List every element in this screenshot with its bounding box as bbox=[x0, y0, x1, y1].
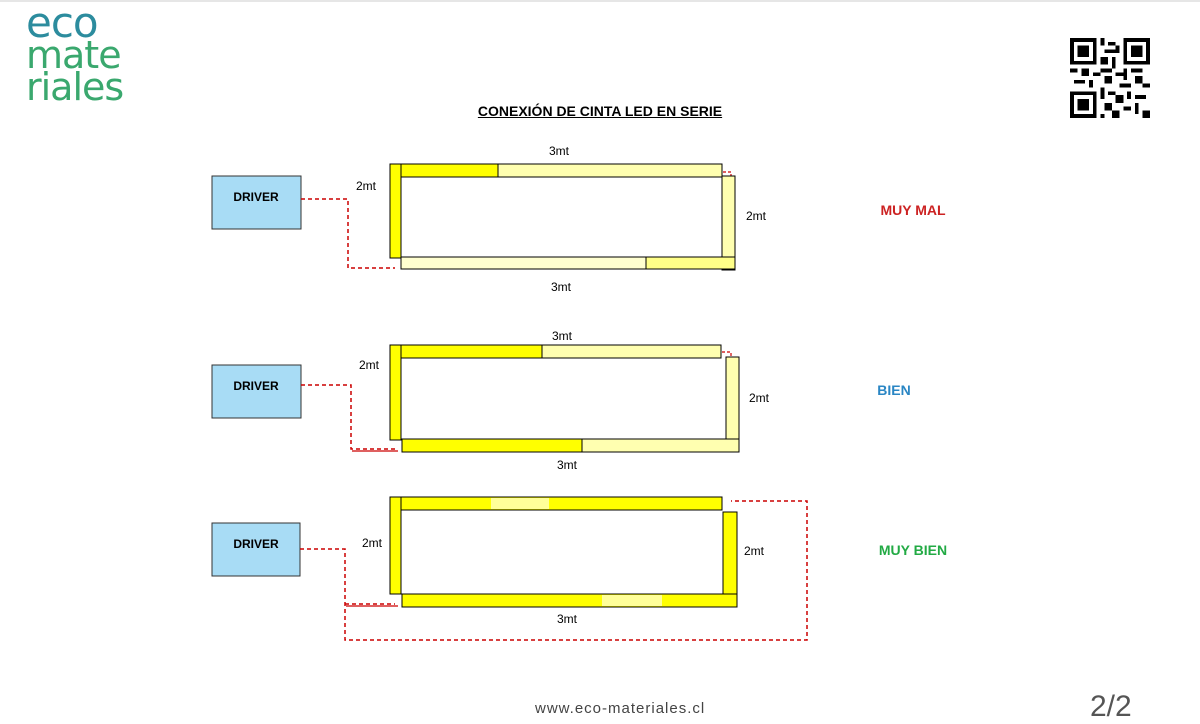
length-top-2: 3mt bbox=[552, 329, 573, 343]
wire-1 bbox=[301, 198, 395, 269]
driver-label-3: DRIVER bbox=[233, 537, 279, 551]
top-border bbox=[0, 0, 1200, 2]
driver-label-1: DRIVER bbox=[233, 190, 279, 204]
driver-box-1 bbox=[211, 175, 302, 230]
verdict-muy-mal: MUY MAL bbox=[880, 202, 946, 218]
eco-materiales-logo: eco mate riales bbox=[26, 0, 124, 109]
driver-box-2 bbox=[211, 364, 302, 419]
driver-box-3 bbox=[211, 522, 301, 577]
diagram-title: CONEXIÓN DE CINTA LED EN SERIE bbox=[477, 103, 723, 119]
led-strip-top-3-dim bbox=[491, 498, 549, 509]
verdict-muy-bien: MUY BIEN bbox=[879, 542, 947, 558]
diagram-1-muy-mal: DRIVER 3mt 2mt 2mt 3mt MUY MAL bbox=[211, 144, 946, 294]
led-strip-top-2b bbox=[541, 344, 722, 359]
led-strip-left-3 bbox=[389, 496, 402, 595]
led-strip-top-1a bbox=[389, 163, 499, 178]
page-number: 2/2 bbox=[1090, 690, 1132, 723]
length-bottom-2: 3mt bbox=[557, 458, 578, 472]
logo-line-riales: riales bbox=[26, 64, 124, 109]
led-strip-right-3 bbox=[722, 511, 738, 595]
diagram-3-muy-bien: DRIVER 2mt 2mt 3mt MUY BIEN bbox=[211, 496, 947, 641]
length-bottom-3: 3mt bbox=[557, 612, 578, 626]
length-right-1: 2mt bbox=[746, 209, 767, 223]
led-strip-left-2 bbox=[389, 344, 402, 441]
driver-label-2: DRIVER bbox=[233, 379, 279, 393]
led-strip-bottom-3-dim bbox=[602, 595, 662, 606]
led-strip-left-1 bbox=[389, 163, 402, 259]
logo-line-eco: eco bbox=[26, 0, 99, 47]
length-bottom-1: 3mt bbox=[551, 280, 572, 294]
length-left-3: 2mt bbox=[362, 536, 383, 550]
logo-line-mate: mate bbox=[26, 33, 122, 78]
led-strip-right-1 bbox=[721, 175, 736, 271]
length-right-3: 2mt bbox=[744, 544, 765, 558]
length-top-1: 3mt bbox=[549, 144, 570, 158]
led-strip-top-2a bbox=[389, 344, 543, 359]
wire-1-corner bbox=[723, 171, 732, 176]
length-right-2: 2mt bbox=[749, 391, 770, 405]
led-strip-bottom-1b bbox=[645, 256, 736, 270]
led-strip-top-3 bbox=[389, 496, 723, 511]
wire-2 bbox=[301, 384, 395, 450]
led-strip-bottom-1a bbox=[400, 256, 647, 270]
wire-3-loop bbox=[300, 500, 808, 641]
footer-url: www.eco-materiales.cl bbox=[535, 700, 706, 717]
length-left-2: 2mt bbox=[359, 358, 380, 372]
verdict-bien: BIEN bbox=[877, 382, 910, 398]
diagram-2-bien: DRIVER 3mt 2mt 2mt 3mt BIEN bbox=[211, 329, 911, 472]
led-strip-right-2 bbox=[725, 356, 740, 440]
wire-2-corner bbox=[722, 351, 732, 358]
qr-code-icon bbox=[1070, 38, 1150, 118]
led-strip-bottom-3 bbox=[401, 593, 738, 608]
led-strip-bottom-2a bbox=[401, 438, 583, 453]
led-strip-bottom-2b bbox=[581, 438, 740, 453]
length-left-1: 2mt bbox=[356, 179, 377, 193]
led-strip-top-1b bbox=[497, 163, 723, 178]
